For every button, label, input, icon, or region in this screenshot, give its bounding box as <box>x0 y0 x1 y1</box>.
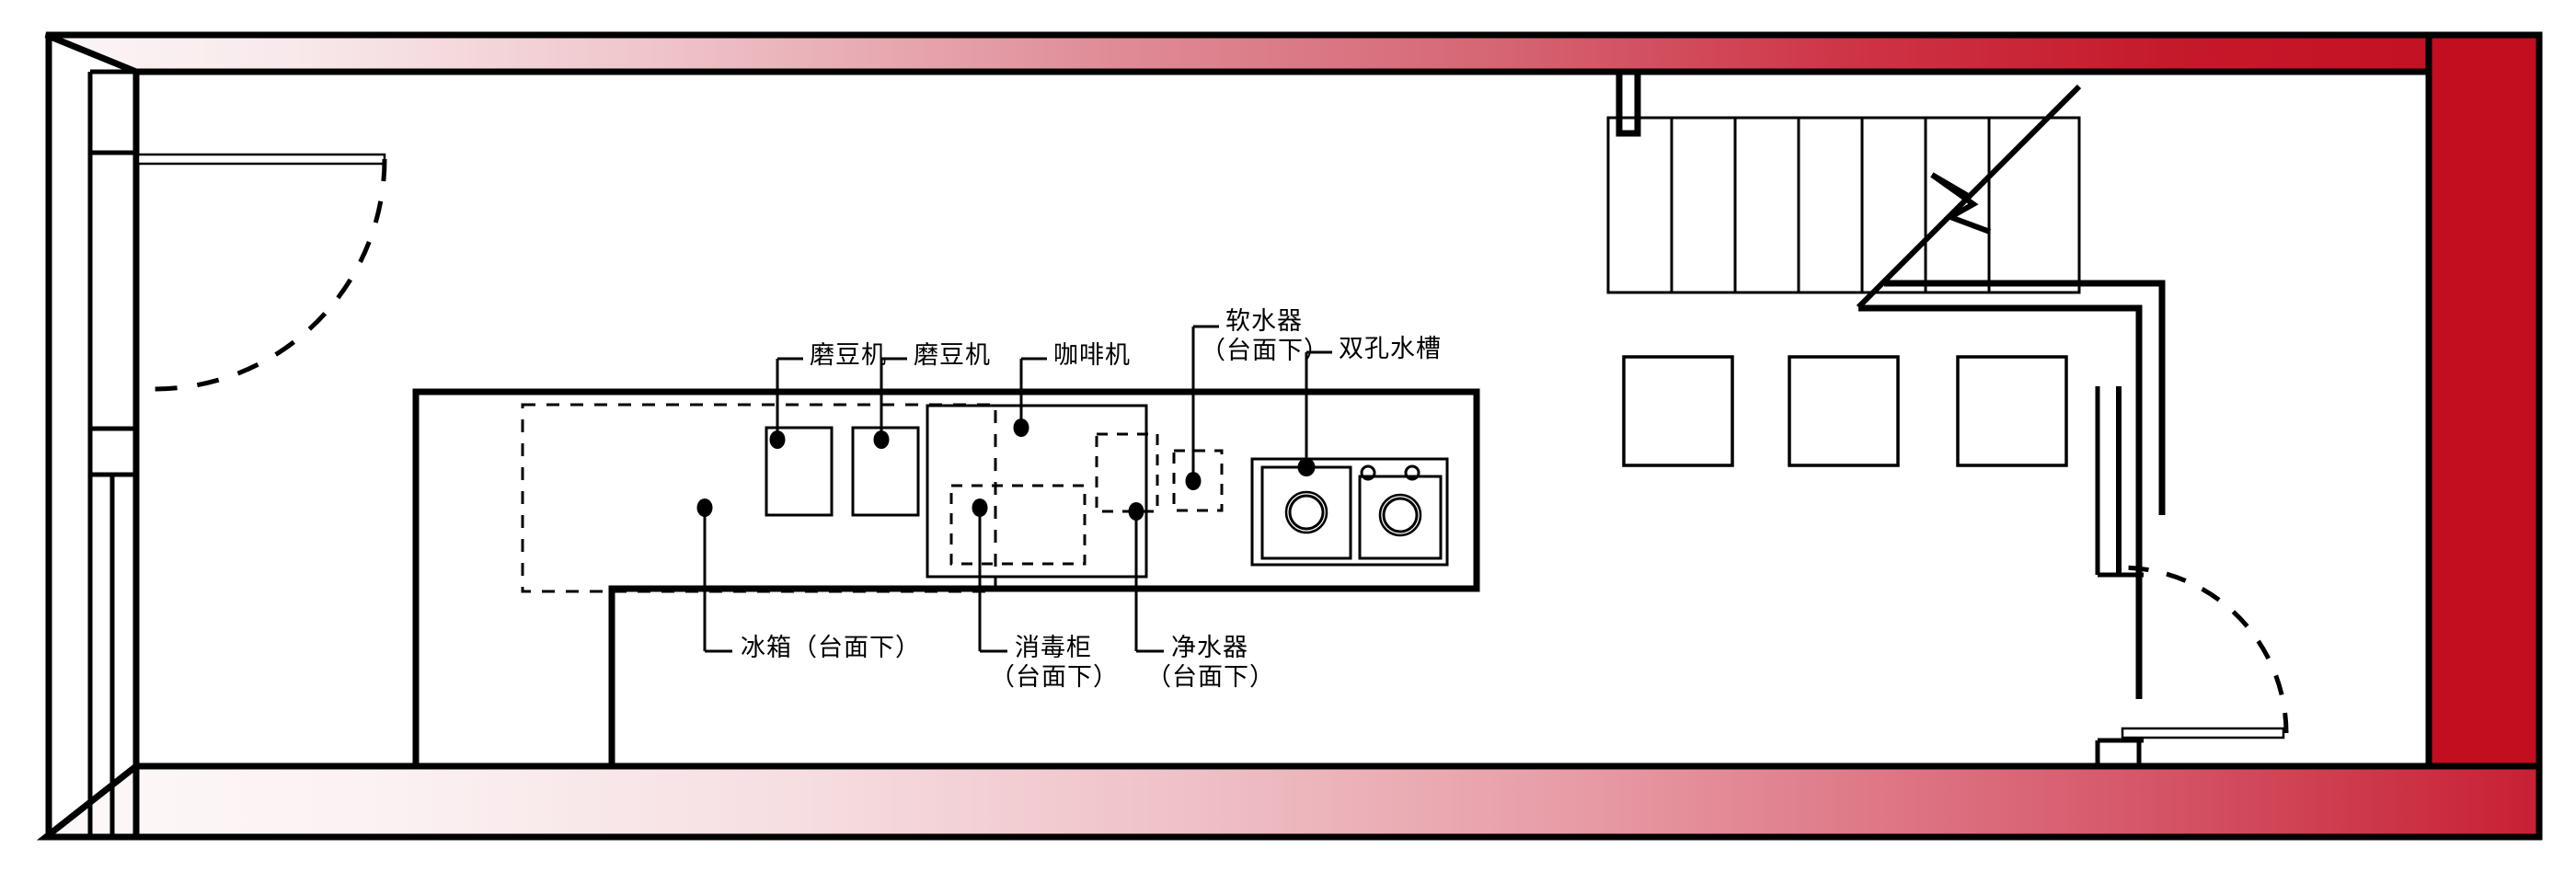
label-grinder-2: 磨豆机 <box>914 341 991 369</box>
dot-sterilizer <box>972 499 988 517</box>
door-left-leaf <box>136 153 386 166</box>
grinder-box <box>851 426 920 517</box>
grinder-box <box>765 426 834 517</box>
sink-basin-left <box>1260 465 1352 560</box>
label-grinder-1: 磨豆机 <box>810 341 887 369</box>
water-softener-outline <box>1172 449 1224 512</box>
sink-basin-right <box>1358 475 1443 560</box>
faucet-hole <box>1404 464 1420 481</box>
door-left-swing-arc <box>154 158 387 392</box>
leader-lines <box>703 325 1332 653</box>
label-double-sink: 双孔水槽 <box>1339 335 1442 362</box>
label-water-softener-line2: （台面下） <box>1201 337 1329 364</box>
table-group <box>1622 355 2068 467</box>
label-water-purifier-line1: 净水器 <box>1171 634 1248 661</box>
counter-outline <box>412 388 1480 770</box>
stair-enclosure <box>1606 116 2081 294</box>
refrigerator-outline <box>521 403 997 593</box>
label-coffee-machine: 咖啡机 <box>1053 341 1131 369</box>
wall-left-jamb <box>87 69 140 839</box>
wall-top <box>44 31 2543 75</box>
table-square <box>1956 355 2068 467</box>
door-right-swing-arc <box>2120 565 2289 734</box>
door-left <box>136 153 387 392</box>
label-sterilizer-line1: 消毒柜 <box>1015 634 1092 661</box>
label-water-softener-line1: 软水器 <box>1225 307 1303 335</box>
door-right-leaf <box>2121 727 2285 739</box>
faucet-hole <box>1360 464 1376 481</box>
grinder-boxes <box>765 426 920 517</box>
door-right <box>2095 386 2289 766</box>
wall-right <box>2425 31 2543 841</box>
double-sink <box>1250 457 1449 567</box>
staircase <box>1606 68 2082 310</box>
coffee-machine-box <box>926 404 1148 579</box>
dot-refrigerator <box>696 499 713 517</box>
label-water-purifier-line2: （台面下） <box>1146 663 1275 691</box>
dot-grinder-2 <box>873 430 890 449</box>
water-purifier-outline <box>1095 432 1159 513</box>
dot-coffee-machine <box>1013 418 1029 437</box>
wall-bottom <box>36 762 2543 841</box>
dot-water-softener <box>1185 472 1202 490</box>
table-square <box>1622 355 1734 467</box>
leader-dots <box>696 418 1316 521</box>
table-square <box>1788 355 1900 467</box>
dot-grinder-1 <box>769 430 786 449</box>
label-refrigerator: 冰箱（台面下） <box>741 634 921 661</box>
sink-drain-left <box>1288 494 1325 531</box>
coffee-machine-assembly <box>926 404 1159 579</box>
kitchen-counter <box>412 388 1480 770</box>
label-sterilizer-line2: （台面下） <box>990 663 1119 691</box>
sink-drain-right <box>1382 497 1419 533</box>
dot-double-sink <box>1297 458 1316 476</box>
sterilizer-outline <box>949 484 1087 566</box>
sink-frame <box>1250 457 1449 567</box>
dot-water-purifier <box>1128 502 1144 521</box>
